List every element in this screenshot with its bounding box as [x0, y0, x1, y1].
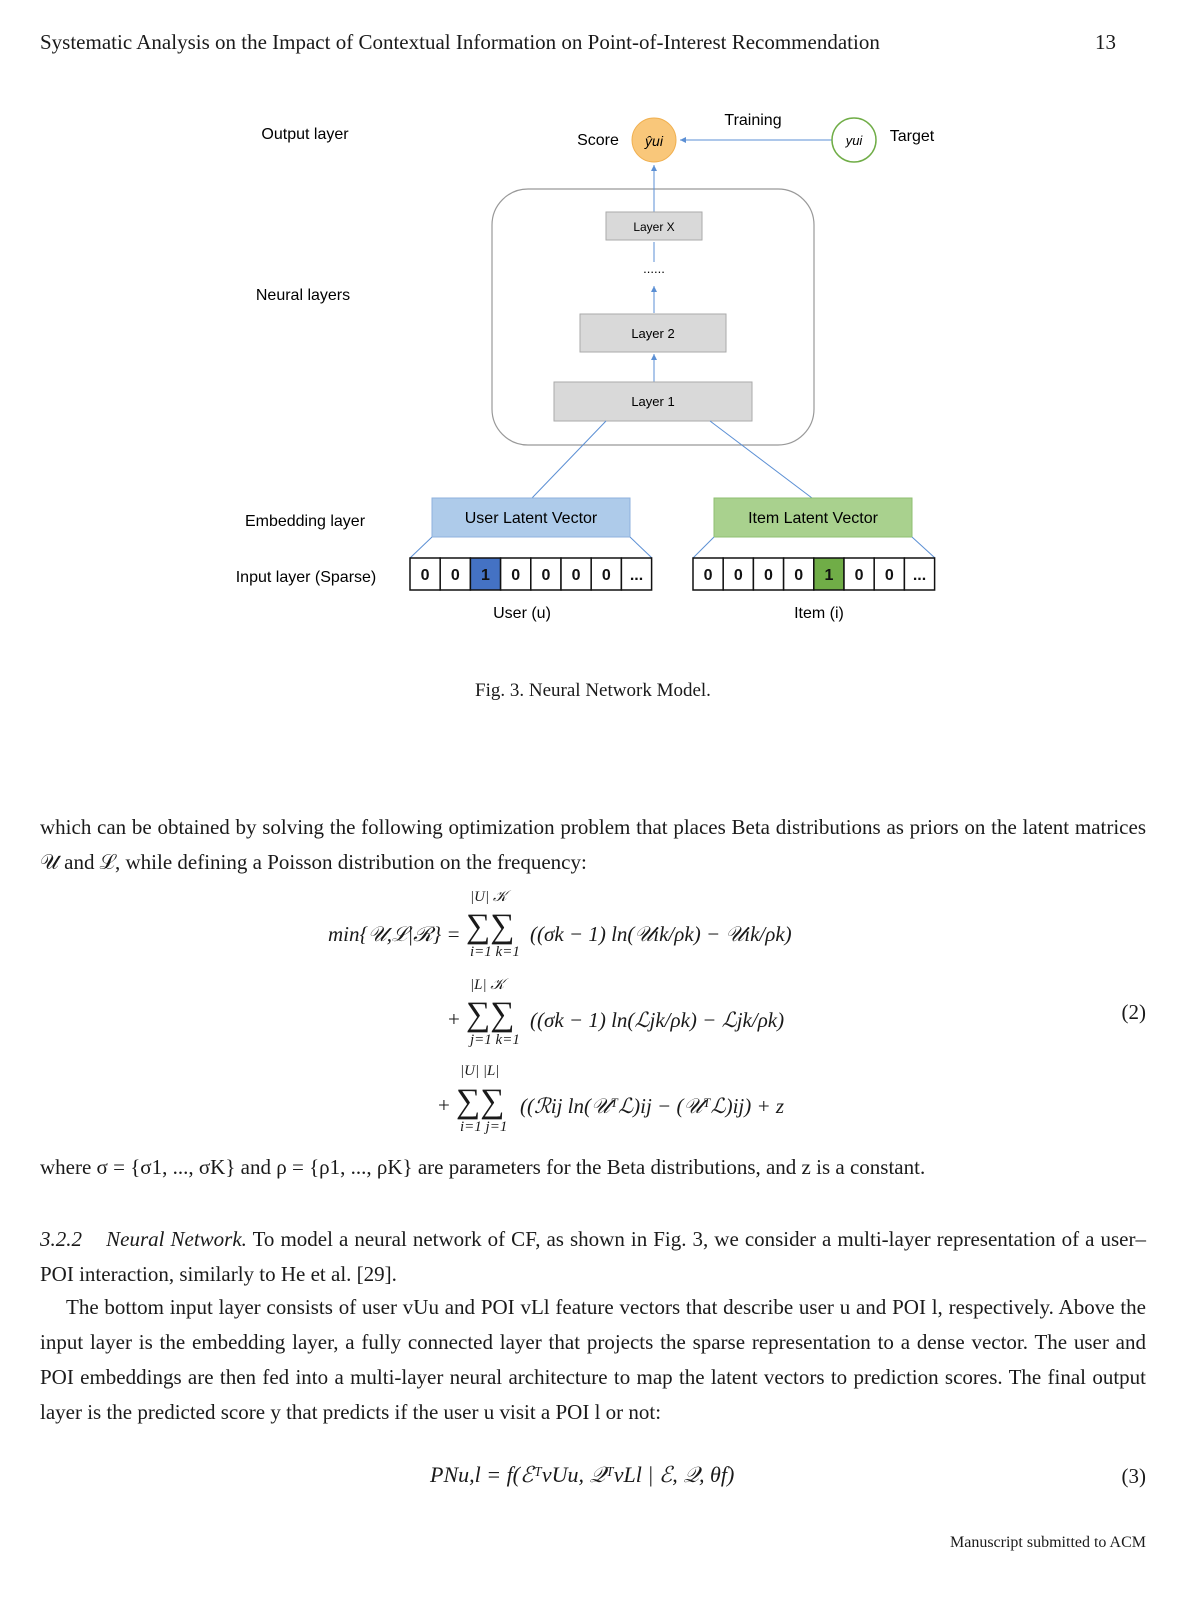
section-text: To model a neural network of CF, as show… — [40, 1227, 1146, 1286]
eq2-row1-body: ((σk − 1) ln(𝒰ik/ρk) − 𝒰ik/ρk) — [530, 922, 792, 946]
item-bit-value: 0 — [704, 567, 713, 584]
item-to-layer1 — [709, 420, 813, 499]
user-to-layer1 — [531, 420, 607, 499]
eq2-row1-upper: |U| 𝒦 — [470, 889, 507, 905]
eq2-row3-sigma: ∑∑ — [456, 1083, 505, 1120]
user-bit-value: 0 — [511, 567, 520, 584]
figure-diagram: Output layer Neural layers Embedding lay… — [236, 112, 936, 622]
item-caption: Item (i) — [794, 605, 844, 622]
user-bit-value: 0 — [541, 567, 550, 584]
item-bit-cell — [903, 557, 936, 591]
eq3-expression: PNu,l = f(ℰᵀvUu, 𝒬ᵀvLl | ℰ, 𝒬, θf) — [430, 1462, 735, 1487]
score-label: Score — [577, 132, 619, 149]
user-input-vector: 0 0 1 0 0 0 0... — [409, 557, 653, 591]
user-bit-value: 1 — [481, 567, 490, 584]
running-header: Systematic Analysis on the Impact of Con… — [40, 30, 880, 54]
eq2-row2-body: ((σk − 1) ln(ℒjk/ρk) − ℒjk/ρk) — [530, 1008, 785, 1032]
section-title: Neural Network. — [106, 1227, 247, 1251]
eq2-row3-upper: |U| |L| — [460, 1063, 500, 1079]
item-bit-value: 0 — [764, 567, 773, 584]
eq2-row3-body: ((ℛij ln(𝒰ᵀℒ)ij − (𝒰ᵀℒ)ij) + z — [520, 1094, 785, 1118]
paragraph-2: where σ = {σ1, ..., σK} and ρ = {ρ1, ...… — [40, 1155, 926, 1179]
target-symbol: yui — [845, 133, 864, 148]
layer-1 — [553, 381, 753, 422]
eq2-lhs: min{𝒰,ℒ|ℛ} = — [328, 922, 461, 946]
layer-1-label: Layer 1 — [631, 394, 674, 409]
training-label: Training — [724, 112, 781, 129]
item-bit-value: 0 — [734, 567, 743, 584]
item-bit-cell — [722, 557, 755, 591]
section-number: 3.2.2 — [40, 1227, 82, 1251]
eq2-row1-sigma: ∑∑ — [466, 908, 515, 945]
item-latent-vector — [713, 497, 913, 538]
layer-x — [605, 211, 703, 241]
user-bit-value: 0 — [572, 567, 581, 584]
layer-2 — [579, 313, 727, 353]
item-bit-cell — [843, 557, 875, 591]
user-bit-cell — [469, 557, 502, 591]
neural-layers-label: Neural layers — [256, 287, 350, 304]
user-bit-value: 0 — [451, 567, 460, 584]
embedding-layer-label: Embedding layer — [245, 513, 366, 530]
input-layer-label: Input layer (Sparse) — [236, 569, 377, 586]
eq2-row2-lower: j=1 k=1 — [470, 1032, 520, 1048]
user-bit-value: 0 — [421, 567, 430, 584]
item-fan-right — [911, 536, 936, 559]
score-node — [631, 117, 677, 163]
user-fan-left — [409, 536, 433, 559]
layer-dots: ...... — [643, 261, 665, 276]
item-latent-vector-label: Item Latent Vector — [748, 510, 879, 527]
user-fan-right — [629, 536, 653, 559]
layer-2-label: Layer 2 — [631, 326, 674, 341]
figure-caption: Fig. 3. Neural Network Model. — [475, 680, 711, 701]
eq2-row2-sigma: ∑∑ — [466, 996, 515, 1033]
item-fan-left — [692, 536, 715, 559]
item-bit-value: 0 — [855, 567, 864, 584]
neural-container — [491, 188, 815, 446]
target-node — [831, 117, 877, 163]
score-symbol: ŷui — [644, 133, 664, 149]
user-bit-cell — [499, 557, 532, 591]
section-3-2-2: 3.2.2 Neural Network. To model a neural … — [40, 1222, 1146, 1292]
user-bit-cell — [439, 557, 472, 591]
eq2-number: (2) — [1121, 1000, 1147, 1024]
eq2-row3-sign: + — [438, 1093, 450, 1117]
item-bit-value: ... — [913, 567, 926, 584]
output-layer-label: Output layer — [261, 126, 349, 143]
item-bit-cell — [752, 557, 785, 591]
eq2-row3-lower: i=1 j=1 — [460, 1119, 508, 1135]
item-bit-value: 1 — [824, 567, 833, 584]
item-bit-value: 0 — [885, 567, 894, 584]
user-latent-vector — [431, 497, 631, 538]
item-bit-value: 0 — [794, 567, 803, 584]
paragraph-1: which can be obtained by solving the fol… — [40, 815, 1146, 874]
user-bit-cell — [530, 557, 562, 591]
eq2-row2-sign: + — [448, 1007, 460, 1031]
footer: Manuscript submitted to ACM — [950, 1534, 1146, 1551]
paragraph-3: The bottom input layer consists of user … — [40, 1295, 1146, 1424]
item-bit-cell — [813, 557, 845, 591]
user-latent-vector-label: User Latent Vector — [465, 510, 598, 527]
target-label: Target — [890, 128, 935, 145]
user-bit-value: ... — [630, 567, 643, 584]
user-caption: User (u) — [493, 605, 551, 622]
eq3-number: (3) — [1121, 1464, 1147, 1488]
eq2-row1-lower: i=1 k=1 — [470, 944, 520, 960]
layer-x-label: Layer X — [633, 220, 674, 234]
page-number: 13 — [1095, 30, 1116, 54]
user-bit-value: 0 — [602, 567, 611, 584]
item-input-vector: 0 0 0 0 1 0 0... — [692, 557, 936, 591]
figure-3: Output layer Neural layers Embedding lay… — [0, 0, 1186, 700]
user-bit-cell — [620, 557, 653, 591]
eq2-row2-upper: |L| 𝒦 — [470, 977, 505, 993]
